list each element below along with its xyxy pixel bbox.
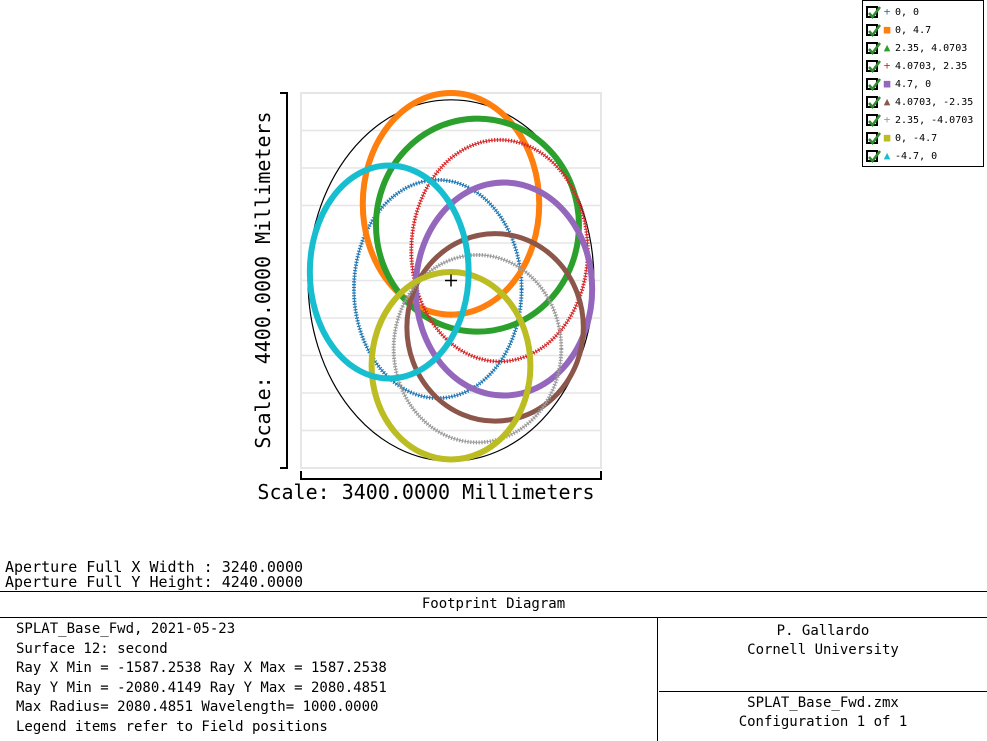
legend-item[interactable]: ▲ 4.0703, -2.35	[863, 93, 983, 111]
footer-line: Ray Y Min = -2080.4149 Ray Y Max = 2080.…	[16, 679, 387, 696]
legend-label: -4.7, 0	[895, 150, 938, 162]
footer-configuration: Configuration 1 of 1	[738, 713, 908, 730]
footprint-series-6-core	[393, 254, 562, 443]
legend-item[interactable]: +4.0703, 2.35	[863, 57, 983, 75]
legend-label: 0, -4.7	[895, 132, 938, 144]
footer-line: Legend items refer to Field positions	[16, 718, 328, 735]
aperture-y-height: Aperture Full Y Height: 4240.0000	[5, 573, 304, 591]
legend-marker-icon: +	[883, 5, 891, 18]
legend-marker-icon: ▲	[883, 41, 891, 54]
footprint-series-8	[306, 162, 472, 382]
legend-checkbox[interactable]	[866, 96, 881, 109]
legend-marker-icon: ■	[883, 77, 891, 90]
footprint-series-1	[359, 90, 543, 318]
scale-bars	[280, 92, 602, 480]
legend-marker-icon: +	[883, 59, 891, 72]
legend-checkbox[interactable]	[866, 78, 881, 91]
legend-label: 4.7, 0	[895, 78, 932, 90]
footprint-plot: Scale: 4400.0000 Millimeters Scale: 3400…	[251, 90, 602, 504]
footer-file: SPLAT_Base_Fwd.zmx	[747, 695, 899, 711]
footprint-series-2	[373, 115, 582, 335]
footer-line: SPLAT_Base_Fwd, 2021-05-23	[16, 621, 236, 637]
legend-label: 4.0703, 2.35	[895, 60, 968, 72]
footer-organization: Cornell University	[747, 641, 899, 658]
legend-checkbox[interactable]	[866, 24, 881, 37]
legend-checkbox[interactable]	[866, 132, 881, 145]
legend-label: 2.35, -4.0703	[895, 114, 974, 126]
aperture-x-width: Aperture Full X Width : 3240.0000	[5, 558, 304, 576]
footer-info-block: SPLAT_Base_Fwd, 2021-05-23 Surface 12: s…	[0, 618, 658, 741]
footer-line: Max Radius= 2080.4851 Wavelength= 1000.0…	[16, 699, 379, 715]
legend-checkbox[interactable]	[866, 114, 881, 127]
legend-label: 0, 4.7	[895, 24, 932, 36]
footer-line: Ray X Min = -1587.2538 Ray X Max = 1587.…	[16, 660, 387, 676]
info-footer: Footprint Diagram SPLAT_Base_Fwd, 2021-0…	[0, 591, 987, 741]
legend-checkbox[interactable]	[866, 60, 881, 73]
legend-item[interactable]: ▲ -4.7, 0	[863, 147, 983, 165]
legend-item[interactable]: ▲ 2.35, 4.0703	[863, 39, 983, 57]
legend-item[interactable]: +2.35, -4.0703	[863, 111, 983, 129]
y-axis-label: Scale: 4400.0000 Millimeters	[251, 111, 275, 448]
legend-label: 2.35, 4.0703	[895, 42, 968, 54]
legend-marker-icon: ▲	[883, 149, 891, 162]
legend-marker-icon: ▲	[883, 95, 891, 108]
center-marker-group	[445, 274, 457, 287]
series-group	[306, 90, 596, 463]
legend-checkbox[interactable]	[866, 150, 881, 163]
footer-author-block: P. Gallardo Cornell University	[659, 618, 987, 692]
legend-item[interactable]: ■ 4.7, 0	[863, 75, 983, 93]
legend-checkbox[interactable]	[866, 6, 881, 19]
footer-line: Surface 12: second	[16, 640, 168, 657]
footprint-series-5	[404, 231, 586, 424]
legend-label: 4.0703, -2.35	[895, 96, 974, 108]
footer-file-block: SPLAT_Base_Fwd.zmx Configuration 1 of 1	[659, 692, 987, 741]
legend-item[interactable]: ■ 0, 4.7	[863, 21, 983, 39]
legend-marker-icon: ■	[883, 23, 891, 36]
legend-checkbox[interactable]	[866, 42, 881, 55]
legend-item[interactable]: +0, 0	[863, 3, 983, 21]
legend-marker-icon: +	[883, 113, 891, 126]
legend: +0, 0 ■ 0, 4.7 ▲ 2.35, 4.0703 +4.0703, 2.35 ■ 4…	[862, 0, 984, 167]
legend-label: 0, 0	[895, 6, 920, 18]
legend-item[interactable]: ■ 0, -4.7	[863, 129, 983, 147]
x-axis-label: Scale: 3400.0000 Millimeters	[257, 480, 594, 504]
footprint-series-7	[368, 268, 534, 463]
footer-author: P. Gallardo	[776, 623, 870, 639]
legend-marker-icon: ■	[883, 131, 891, 144]
footer-title: Footprint Diagram	[0, 592, 987, 618]
